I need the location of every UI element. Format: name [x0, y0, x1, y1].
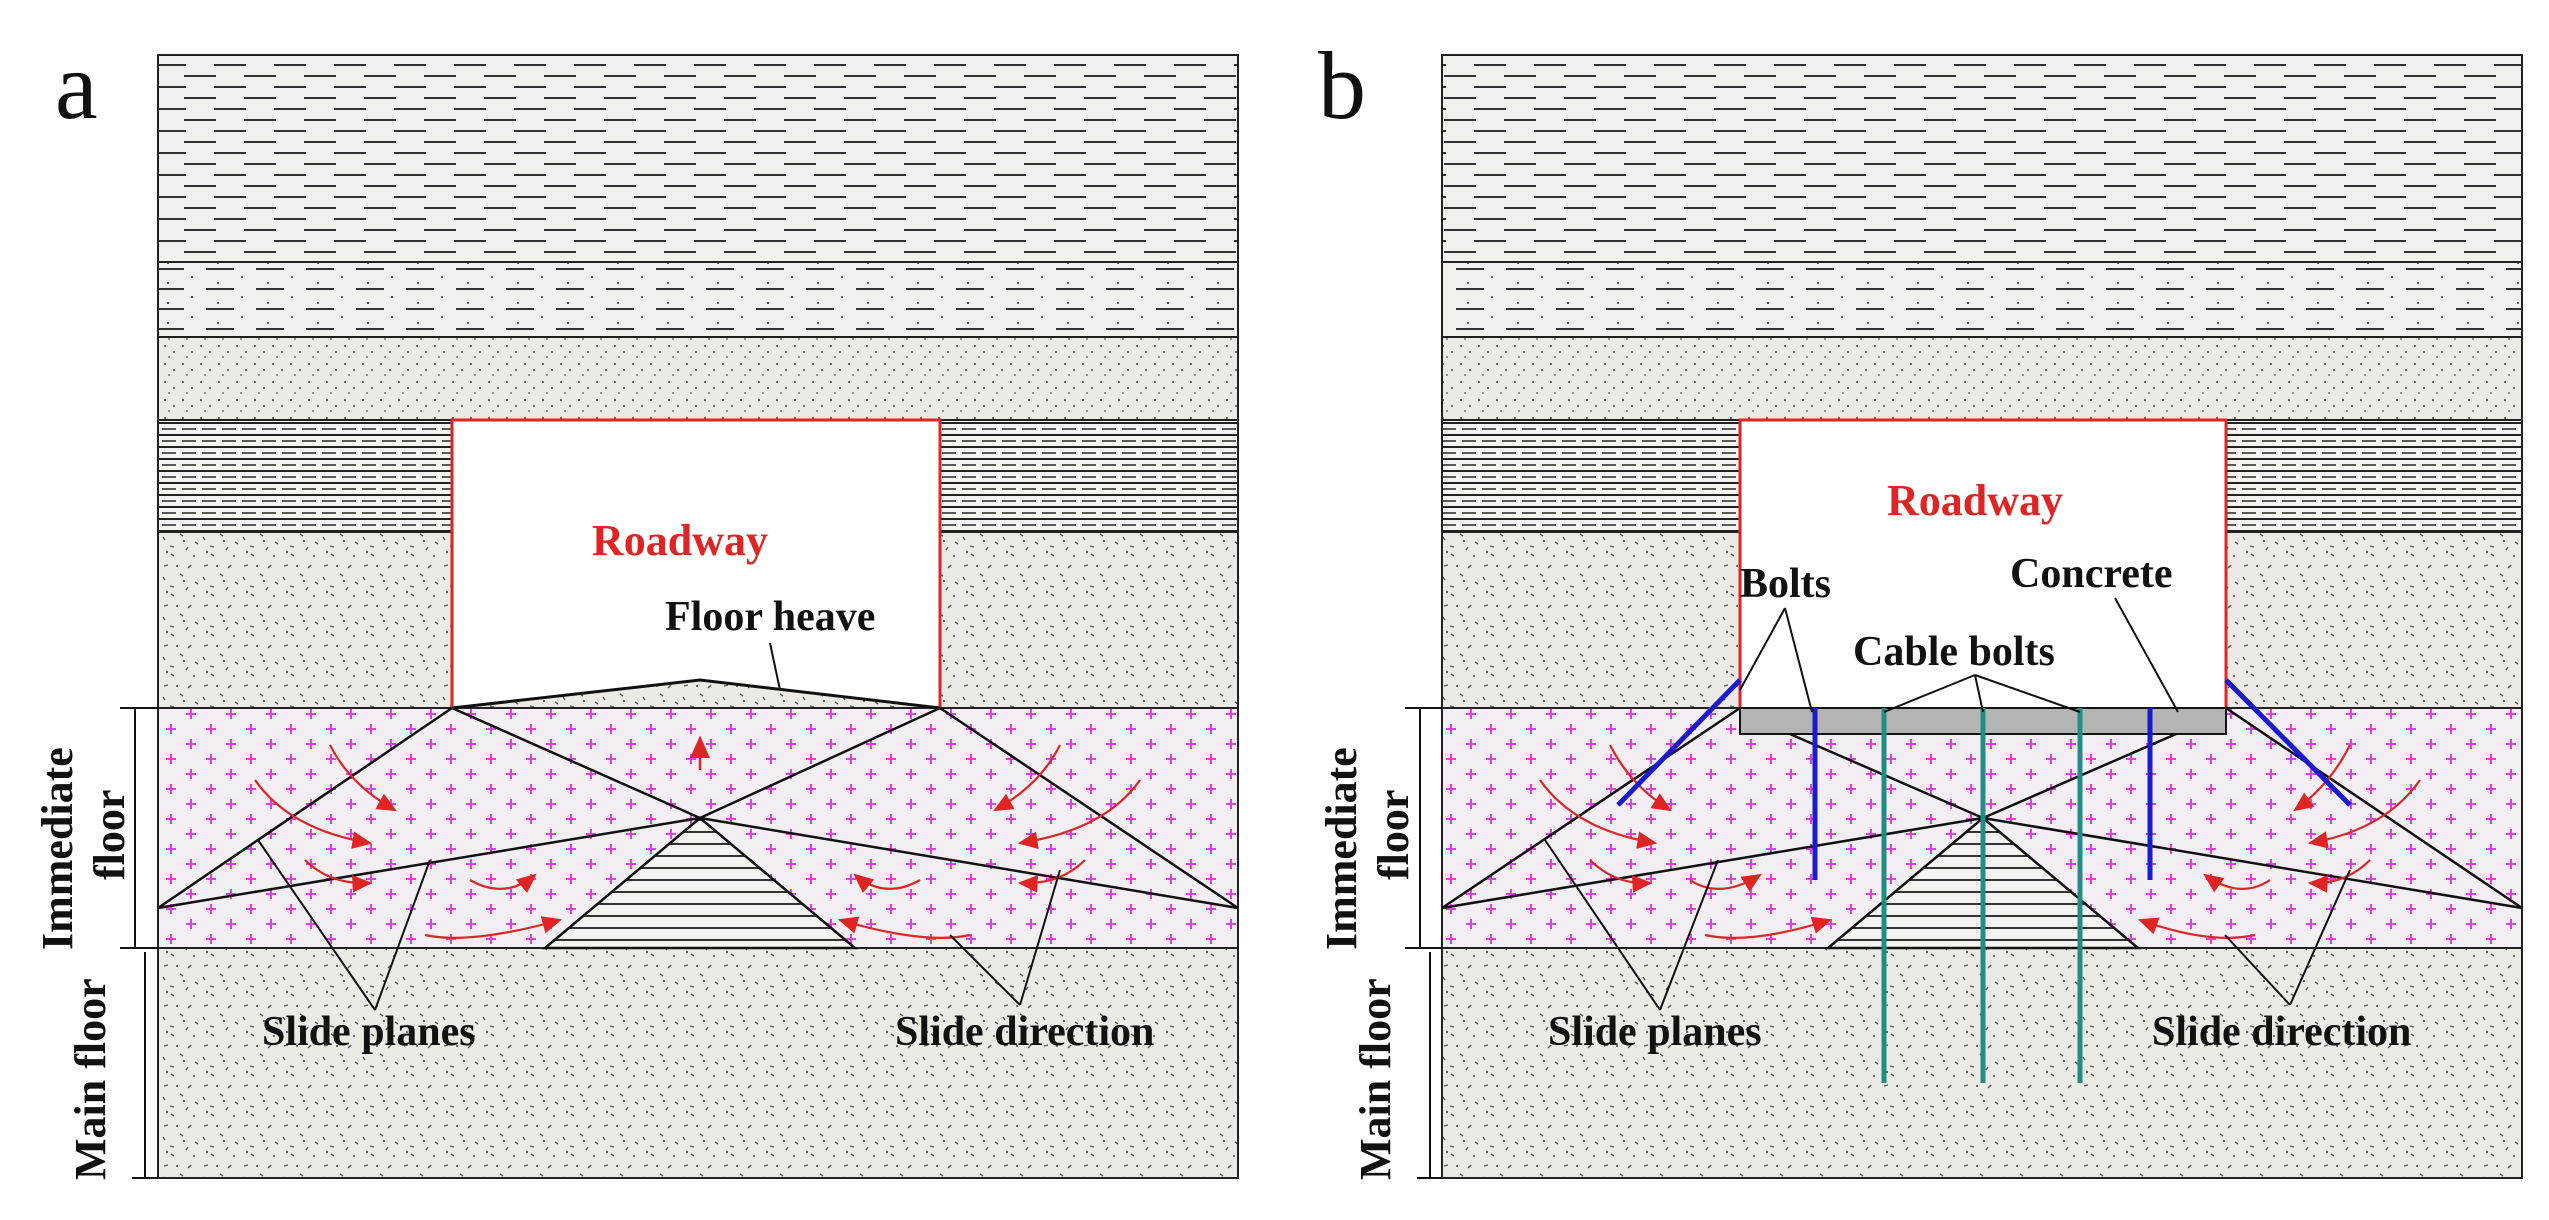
- slide-arrows-left: [254, 744, 563, 939]
- immediate-floor-label-line2: floor: [1369, 790, 1418, 880]
- slide-planes-label: Slide planes: [1548, 1009, 1762, 1055]
- sandy-mudstone-layer: [157, 261, 1239, 338]
- slide-direction-label: Slide direction: [895, 1009, 1154, 1055]
- roadway-outline: [450, 418, 942, 708]
- immediate-floor-label-line1: Immediate: [33, 747, 82, 950]
- slide-direction-leaders: [2224, 869, 2351, 1006]
- panel-a: a Roadway Floor heave: [33, 32, 1239, 1180]
- siltstone-layer-1: [157, 54, 1239, 263]
- bolts-label: Bolts: [1740, 561, 1831, 607]
- floor-heave-curve: [451, 678, 941, 710]
- main-floor-dimension: [132, 952, 158, 1179]
- slide-arrows-right: [837, 744, 1141, 939]
- cable-bolts-label: Cable bolts: [1853, 629, 2055, 675]
- immediate-floor-dimension: [1405, 707, 1442, 949]
- panel-a-letter: a: [55, 32, 98, 139]
- slide-planes-leaders: [1544, 839, 1719, 1011]
- slide-arrows-left: [1539, 744, 1833, 939]
- main-floor-label: Main floor: [66, 978, 115, 1180]
- concrete-leader: [2114, 597, 2179, 713]
- slide-direction-leaders: [949, 869, 1061, 1006]
- slide-plane-lines: [1441, 706, 2523, 910]
- roadway-label: Roadway: [1887, 476, 2063, 525]
- main-floor-layer: [157, 947, 1239, 1179]
- immediate-floor-label-line2: floor: [85, 790, 134, 880]
- immediate-floor-dimension: [120, 707, 158, 949]
- bolt-left-angled: [1616, 678, 1742, 807]
- roadway-label: Roadway: [592, 516, 768, 565]
- concrete-label: Concrete: [2010, 551, 2172, 597]
- bolts-leaders: [1739, 607, 1813, 713]
- panel-b-letter: b: [1318, 32, 1366, 139]
- cable-bolts: [1881, 708, 2083, 1083]
- roadway-outline: [1738, 418, 2228, 708]
- slide-direction-label: Slide direction: [2152, 1009, 2411, 1055]
- main-floor-dimension: [1417, 952, 1442, 1179]
- wedge-block: [541, 816, 859, 950]
- fine-sandstone-layer: [1441, 336, 2523, 421]
- immediate-floor-label-line1: Immediate: [1317, 747, 1366, 950]
- bolts: [1616, 678, 2352, 880]
- roadway-opening: [452, 420, 940, 708]
- slide-plane-lines: [157, 706, 1239, 910]
- fine-sandstone-layer: [157, 336, 1239, 421]
- slide-planes-leaders: [257, 839, 431, 1011]
- floor-heave-label: Floor heave: [665, 594, 875, 640]
- siltstone-layer-1: [1441, 54, 2523, 263]
- roadway-opening: [1740, 420, 2226, 708]
- floor-heave-leader: [769, 642, 781, 691]
- panel-b: b Roadway: [1317, 32, 2523, 1180]
- cable-bolts-leaders: [1883, 674, 2081, 713]
- bolt-right-angled: [2224, 678, 2352, 807]
- main-floor-label: Main floor: [1351, 978, 1400, 1180]
- slide-planes-label: Slide planes: [262, 1009, 476, 1055]
- sandy-mudstone-layer: [1441, 261, 2523, 338]
